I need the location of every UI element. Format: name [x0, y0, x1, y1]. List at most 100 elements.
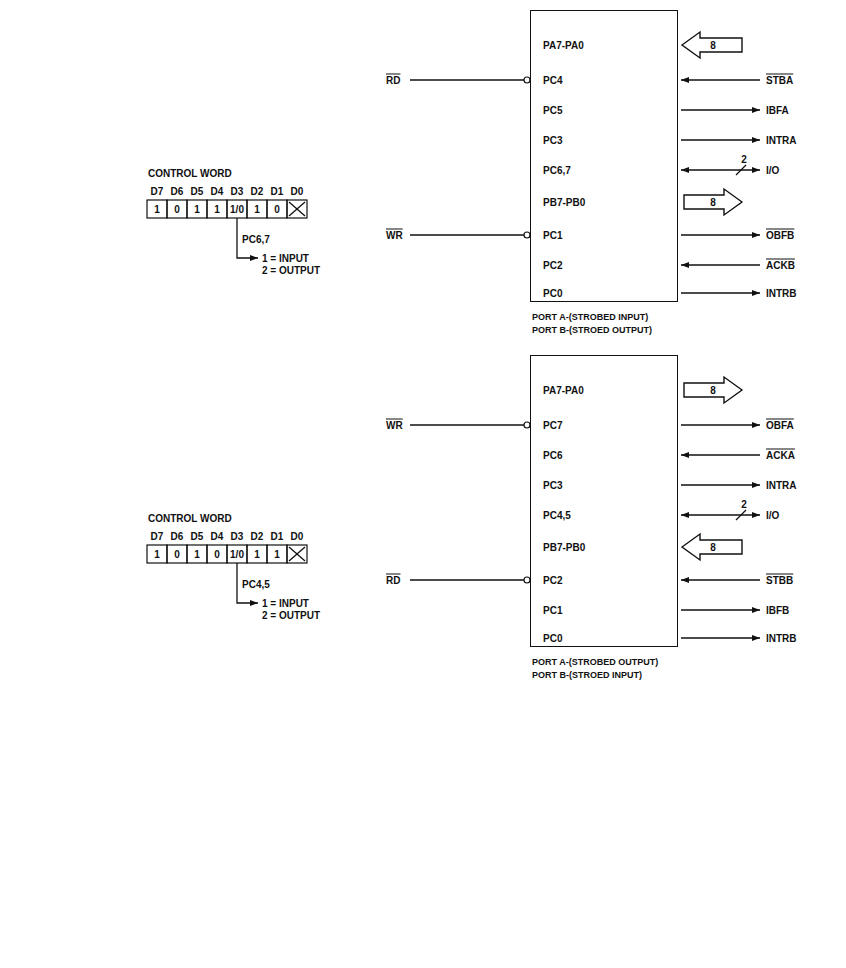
- port-a-bus: [684, 377, 742, 403]
- control-signal: RD: [386, 575, 400, 586]
- unused-bit-cross: [289, 202, 305, 216]
- bit-cell: [267, 545, 287, 563]
- bit-value: 1: [274, 549, 280, 560]
- bit-cell: [187, 200, 207, 218]
- handshake-signal: INTRA: [766, 480, 797, 491]
- direction-note: 2 = OUTPUT: [262, 265, 320, 276]
- bit-cell: [287, 200, 307, 218]
- mode-caption: PORT B-(STROED OUTPUT): [532, 326, 652, 336]
- bit-name: D7: [151, 186, 164, 197]
- bit-cell: [167, 545, 187, 563]
- bit-name: D3: [231, 186, 244, 197]
- pin-name: PC1: [543, 604, 562, 615]
- bit-name: D1: [271, 531, 284, 542]
- signal-line: [681, 579, 760, 580]
- control-signal: RD: [386, 75, 400, 86]
- bit-value: 0: [174, 549, 180, 560]
- bit-value: 1/0: [230, 204, 244, 215]
- bit-cell: [267, 200, 287, 218]
- pin-name: PC4,5: [543, 509, 571, 520]
- bit-name: D2: [251, 186, 264, 197]
- mode-caption: PORT A-(STROBED INPUT): [532, 313, 648, 323]
- pin-name: PC5: [543, 104, 562, 115]
- bit-value: 0: [174, 204, 180, 215]
- io-line: [681, 169, 760, 170]
- bus-width: 2: [741, 499, 747, 510]
- direction-note: 1 = INPUT: [262, 253, 309, 264]
- unused-bit-cross: [289, 547, 305, 561]
- bit-name: D0: [291, 531, 304, 542]
- direction-note: 1 = INPUT: [262, 598, 309, 609]
- handshake-signal: ACKB: [766, 260, 795, 271]
- signal-line: [681, 79, 760, 80]
- bit-name: D4: [211, 531, 224, 542]
- bit-value: 1/0: [230, 549, 244, 560]
- bus-slash: [736, 510, 746, 520]
- bit-name: D5: [191, 531, 204, 542]
- pin-name: PB7-PB0: [543, 541, 585, 552]
- handshake-signal: OBFB: [766, 230, 794, 241]
- handshake-signal: INTRB: [766, 633, 797, 644]
- pin-name: PA7-PA0: [543, 39, 584, 50]
- handshake-signal: STBA: [766, 75, 793, 86]
- handshake-signal: INTRB: [766, 288, 797, 299]
- bit-value: 1: [194, 549, 200, 560]
- signal-line: [681, 637, 760, 638]
- bit-cell: [187, 545, 207, 563]
- chip-8255: PA7-PA0PC4PC5PC3PC6,7PB7-PB0PC1PC2PC0: [530, 10, 678, 302]
- signal-line: [681, 609, 760, 610]
- bit-cell: [147, 545, 167, 563]
- control-signal: WR: [386, 420, 403, 431]
- pin-name: PC1: [543, 229, 562, 240]
- direction-note: 2 = OUTPUT: [262, 610, 320, 621]
- pin-name: PC0: [543, 632, 562, 643]
- bit-cell: [227, 200, 247, 218]
- pin-name: PC2: [543, 574, 562, 585]
- port-b-bus: [682, 534, 742, 560]
- handshake-signal: OBFA: [766, 420, 794, 431]
- bit-cell: [207, 200, 227, 218]
- pin-name: PC3: [543, 479, 562, 490]
- bit-value: 1: [154, 549, 160, 560]
- pin-name: PC6: [543, 449, 562, 460]
- bit-name: D6: [171, 186, 184, 197]
- bit-name: D5: [191, 186, 204, 197]
- signal-line: [681, 264, 760, 265]
- bit-name: D4: [211, 186, 224, 197]
- handshake-signal: I/O: [766, 510, 779, 521]
- signal-line: [681, 454, 760, 455]
- control-line: [410, 79, 524, 80]
- unused-bit-cross: [289, 202, 305, 216]
- signal-line: [681, 292, 760, 293]
- pin-name: PC4: [543, 74, 562, 85]
- port-c-bits: PC6,7: [242, 234, 270, 245]
- bit-name: D7: [151, 531, 164, 542]
- bit-value: 0: [214, 549, 220, 560]
- bus-width: 8: [710, 197, 716, 208]
- bit-value: 1: [194, 204, 200, 215]
- bus-width: 8: [710, 40, 716, 51]
- control-line: [410, 424, 524, 425]
- signal-line: [681, 109, 760, 110]
- bit-cell: [287, 545, 307, 563]
- control-line: [410, 234, 524, 235]
- port-b-bus: [684, 189, 742, 215]
- port-c-bits: PC4,5: [242, 579, 270, 590]
- control-word-title: CONTROL WORD: [148, 168, 232, 179]
- pin-name: PC2: [543, 259, 562, 270]
- handshake-signal: IBFB: [766, 605, 789, 616]
- bit-name: D1: [271, 186, 284, 197]
- bit-value: 0: [274, 204, 280, 215]
- port-a-bus: [682, 32, 742, 58]
- control-line: [410, 579, 524, 580]
- bit-cell: [247, 200, 267, 218]
- handshake-signal: INTRA: [766, 135, 797, 146]
- pin-name: PA7-PA0: [543, 384, 584, 395]
- bit-cell: [207, 545, 227, 563]
- bit-cell: [247, 545, 267, 563]
- mode-caption: PORT B-(STROED INPUT): [532, 671, 642, 681]
- handshake-signal: I/O: [766, 165, 779, 176]
- bit-name: D0: [291, 186, 304, 197]
- bit-value: 1: [254, 204, 260, 215]
